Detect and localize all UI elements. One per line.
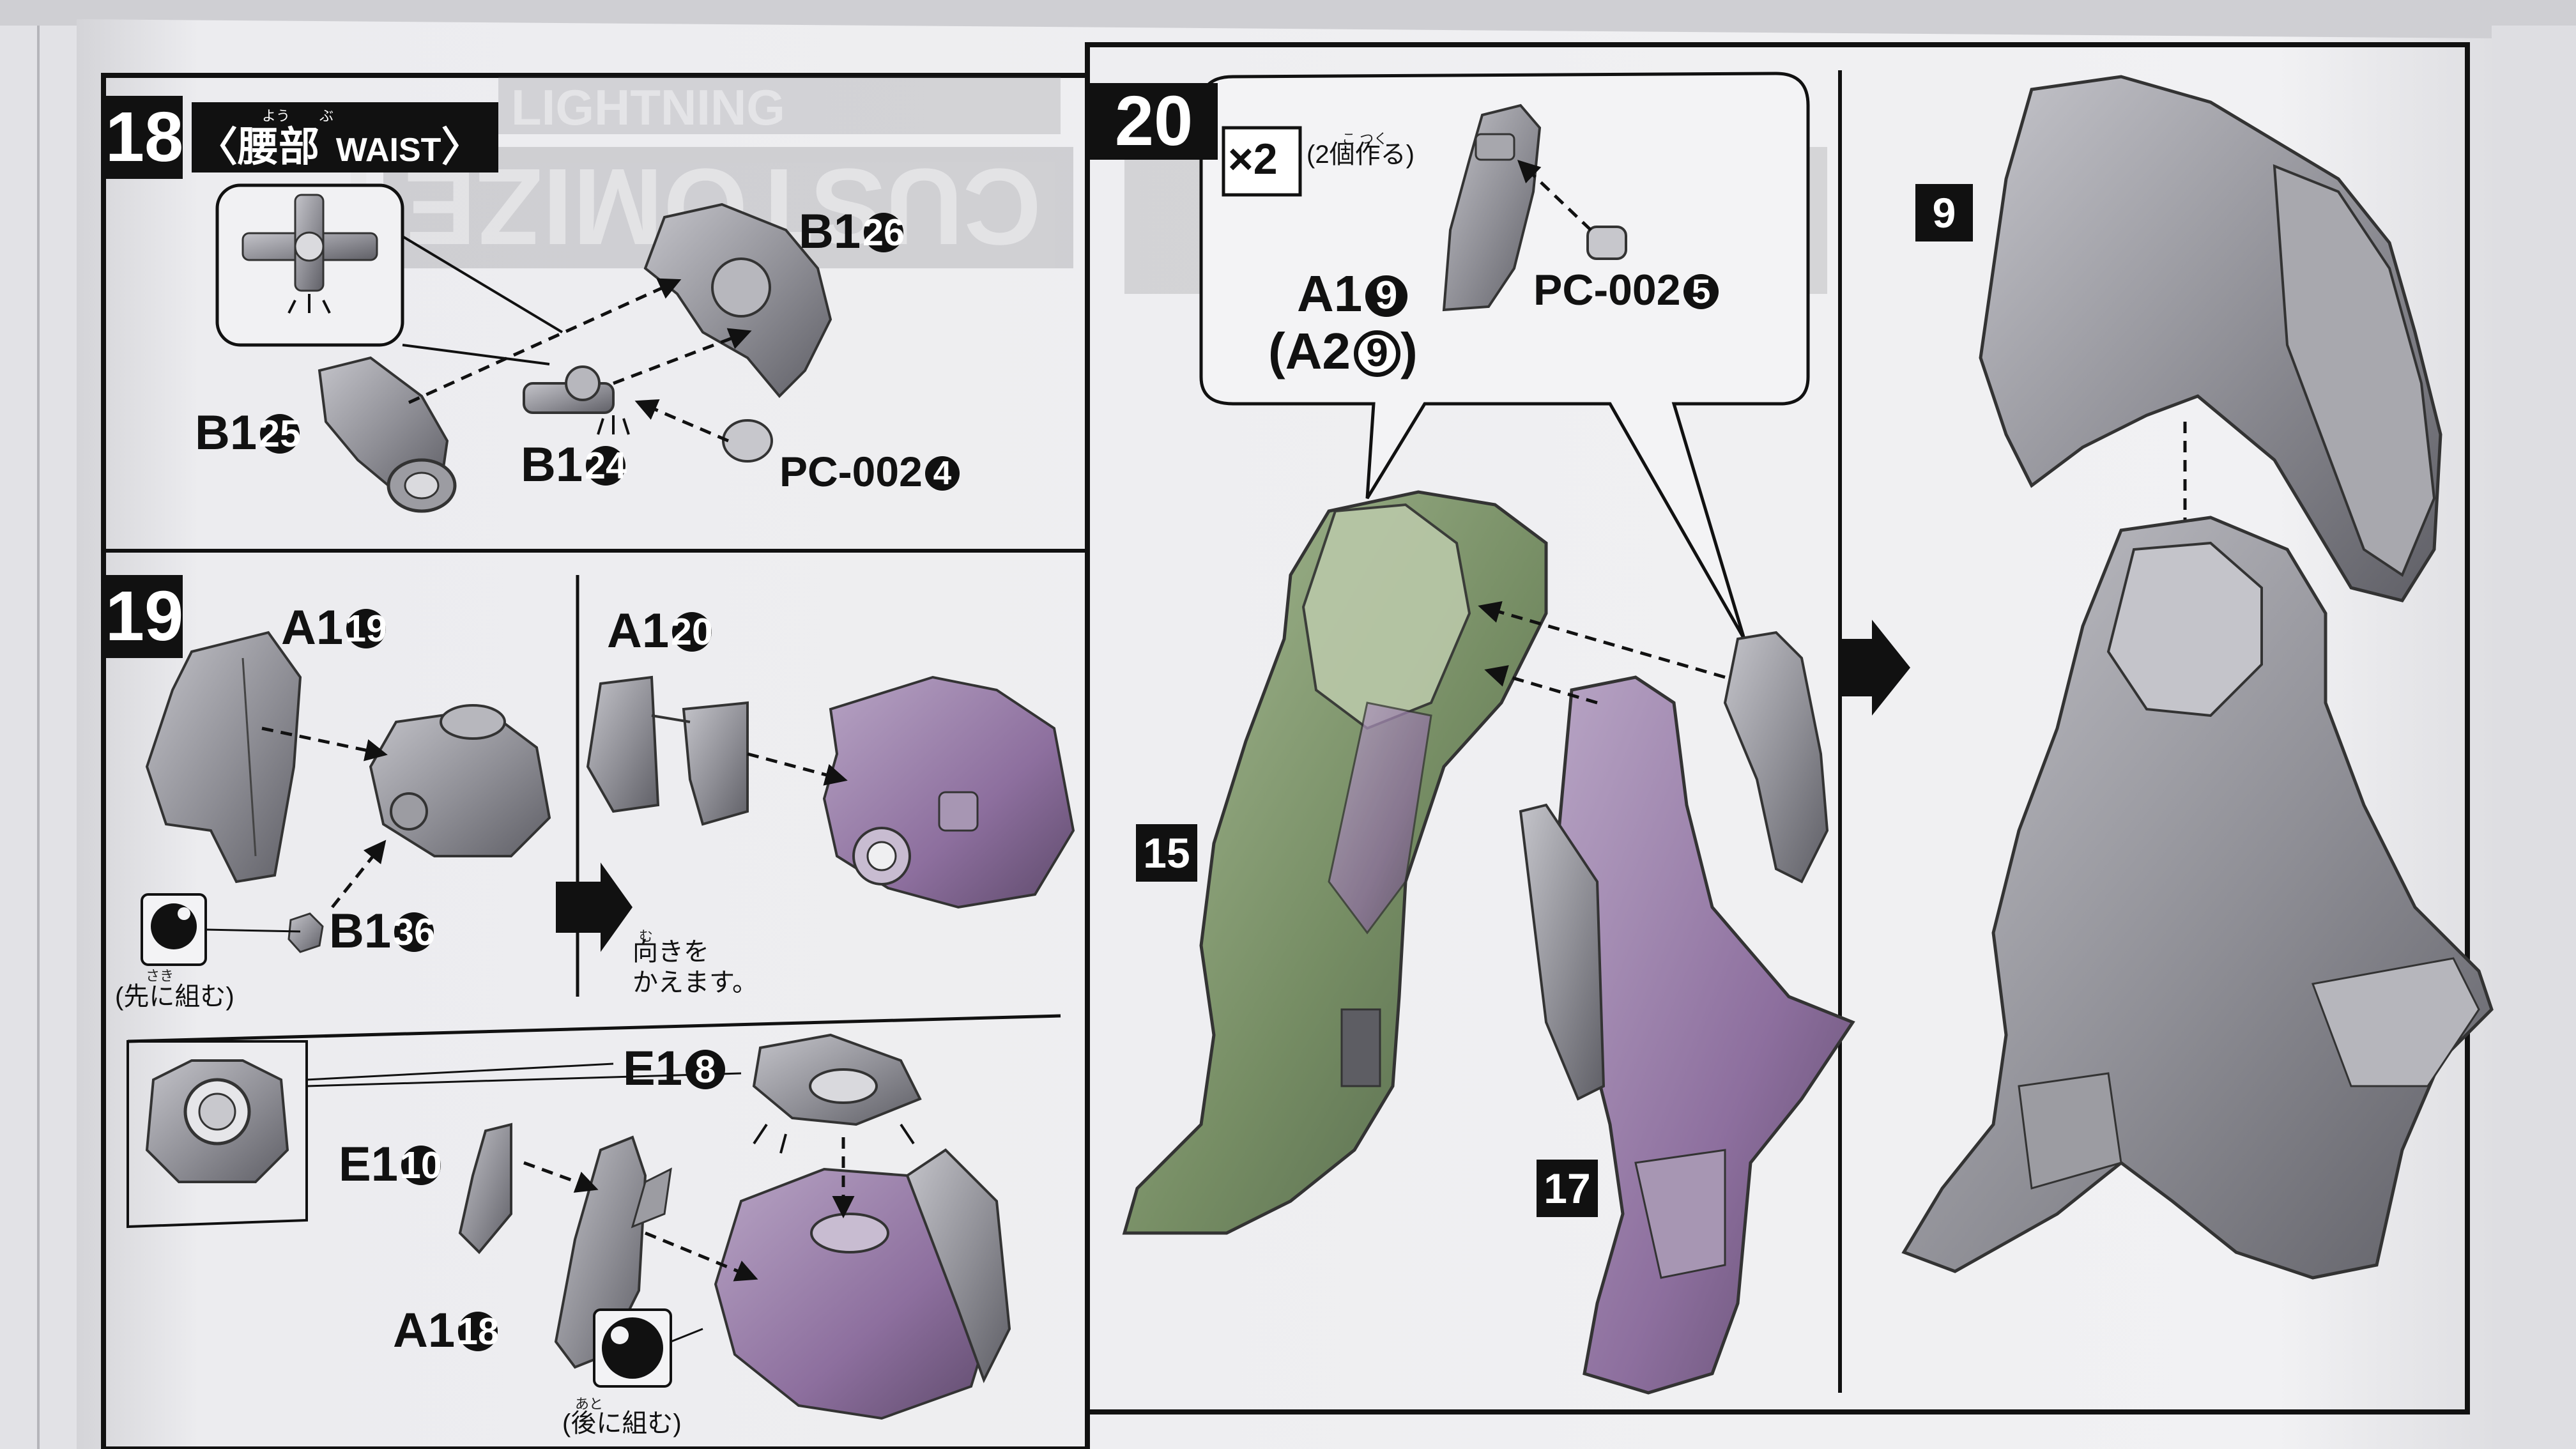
part-label-b1-36: B136 — [329, 904, 435, 958]
part-label-a1-18: A118 — [393, 1303, 499, 1358]
ref-step-9: 9 — [1915, 184, 1973, 241]
note-turn-ruby: む — [639, 928, 654, 944]
part-number-pc002-5: 5 — [1683, 273, 1719, 310]
part-label-b1-24: B124 — [521, 438, 627, 492]
panel-frames — [101, 42, 2470, 1449]
ring-icon — [145, 1059, 289, 1183]
step19-number: 19 — [105, 575, 183, 658]
banner-text-a: LIGHTNING — [511, 79, 785, 135]
part-label-a1-19: A119 — [281, 601, 387, 655]
left-page-edge — [0, 26, 89, 1449]
part-number-b1-26: 26 — [862, 211, 905, 254]
step20-number: 20 — [1090, 83, 1218, 160]
part-number-b1-24: 24 — [585, 444, 627, 487]
ref-step-15: 15 — [1136, 824, 1197, 882]
part-number-a2-9: 9 — [1353, 330, 1401, 378]
step18-title-open: 〈 — [197, 124, 238, 170]
step18-number: 18 — [105, 96, 183, 179]
multiplier-ruby: こ つく — [1342, 131, 1388, 147]
part-label-a1-20: A120 — [607, 604, 713, 658]
step18-title-ruby-2: ぶ — [319, 108, 334, 124]
part-number-b1-25: 25 — [259, 412, 301, 456]
ref-step-17: 17 — [1537, 1160, 1598, 1217]
step18-title-en: WAIST — [335, 132, 441, 169]
step18-title-close: 〉 — [441, 124, 482, 170]
step18-title: よう ぶ 〈腰部 WAIST〉 — [192, 102, 498, 172]
note-turn-line2: かえます。 — [632, 969, 758, 997]
note-first-assemble: (先に組む) — [115, 983, 234, 1011]
part-number-pc002-4: 4 — [924, 456, 960, 491]
note-first-ruby: さき — [146, 968, 174, 984]
step18-title-jp: 腰部 — [238, 124, 319, 170]
note-turn-line1: 向きを — [632, 938, 709, 966]
part-label-e1-10: E110 — [339, 1137, 442, 1192]
step20-drawing — [1122, 72, 2494, 1395]
multiplier-note: (2個作る) — [1307, 141, 1414, 169]
arrow-right-icon — [556, 862, 632, 952]
cross-joint-icon — [241, 194, 378, 292]
part-label-b1-25: B125 — [195, 406, 301, 460]
multiplier-label: ×2 — [1228, 135, 1278, 183]
step19-drawing — [126, 631, 1075, 1420]
note-after-assemble: (後に組む) — [562, 1409, 682, 1438]
part-number-e1-8: 8 — [685, 1049, 725, 1090]
step18-title-ruby-1: よう — [262, 108, 291, 124]
part-number-a1-20: 20 — [671, 610, 713, 654]
part-number-a1-19: 19 — [345, 607, 387, 650]
note-after-ruby: あと — [575, 1396, 604, 1412]
part-number-e1-10: 10 — [399, 1144, 442, 1187]
part-label-b1-26: B126 — [799, 204, 905, 259]
part-number-a1-9: 9 — [1365, 275, 1407, 318]
step18-drawing — [215, 183, 832, 513]
part-number-a1-18: 18 — [457, 1310, 499, 1353]
black-dot-icon — [151, 903, 197, 949]
part-number-b1-36: 36 — [393, 910, 435, 954]
arrow-right-icon — [1840, 620, 1910, 716]
